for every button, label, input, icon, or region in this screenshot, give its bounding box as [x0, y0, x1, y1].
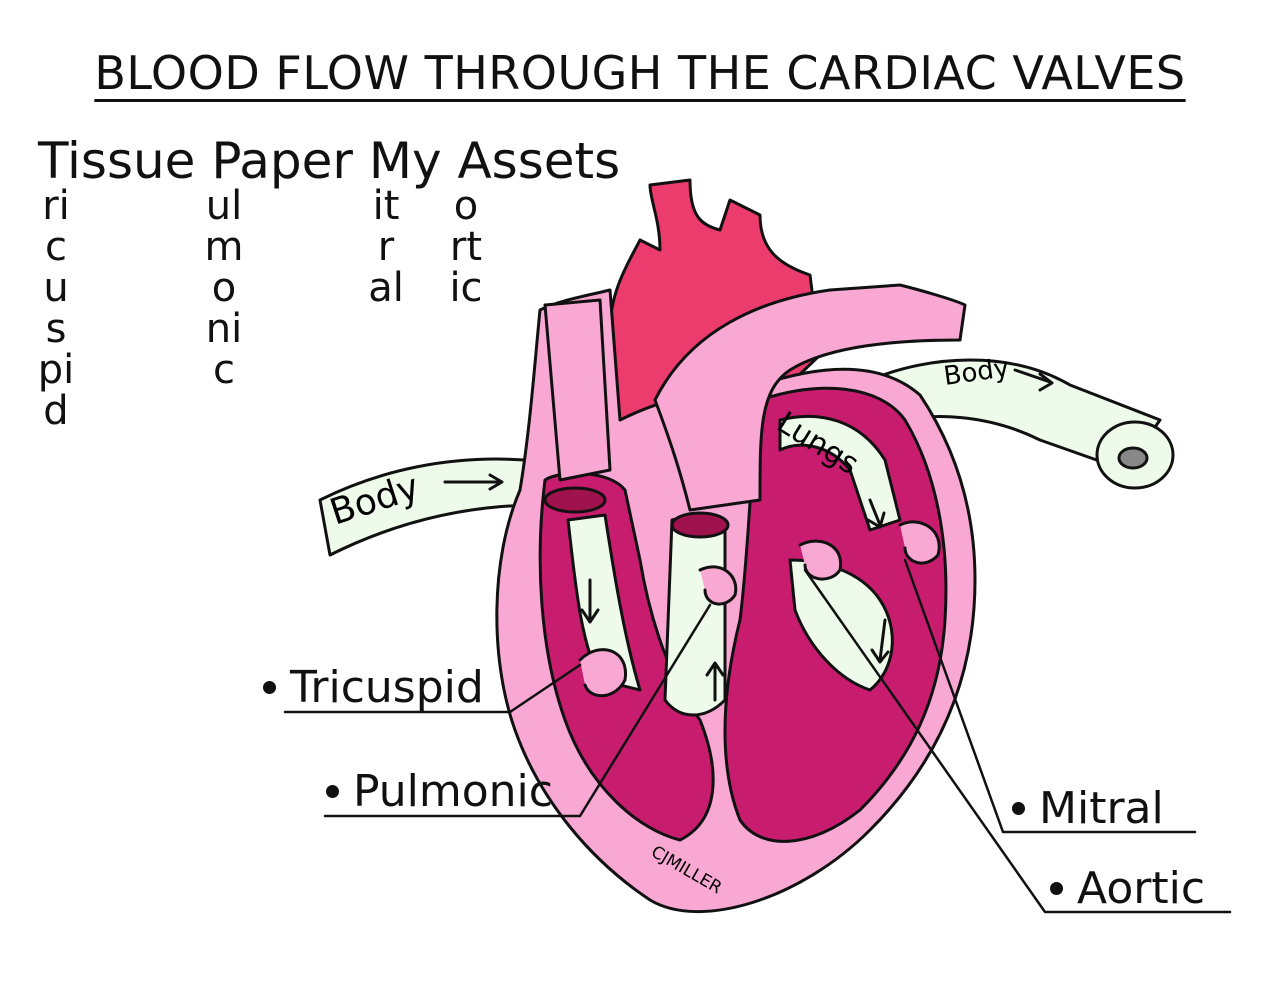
valve-aortic: [898, 520, 941, 565]
valve-tricuspid: [578, 648, 627, 698]
mnemonic-column-pulmonic: ulmonic: [204, 183, 244, 393]
callout-mitral: Mitral: [1012, 783, 1164, 834]
mnemonic-column-mitral: itral: [368, 183, 404, 311]
leader-mitral: [903, 558, 1197, 834]
valve-pulmonic: [698, 565, 738, 606]
callout-pulmonic: Pulmonic: [326, 766, 553, 817]
vena-cava: [543, 298, 612, 482]
diagram-title: BLOOD FLOW THROUGH THE CARDIAC VALVES: [94, 46, 1186, 100]
bullet-icon: [1050, 881, 1063, 895]
leader-tricuspid: [283, 663, 582, 714]
bullet-icon: [263, 680, 276, 694]
valve-mitral: [798, 539, 843, 581]
mnemonic-column-aortic: ortic: [449, 183, 483, 311]
flow-ribbon-right: [566, 513, 642, 692]
leader-pulmonic: [323, 603, 712, 818]
mnemonic-phrase: Tissue Paper My Assets: [38, 132, 621, 190]
leader-aortic: [803, 568, 1232, 914]
bullet-icon: [1012, 801, 1025, 815]
mnemonic-column-tricuspid: ricuspid: [37, 183, 75, 434]
callout-tricuspid: Tricuspid: [263, 662, 484, 713]
bullet-icon: [326, 784, 339, 798]
pulmonary-trunk: [653, 283, 967, 512]
callout-aortic: Aortic: [1050, 863, 1205, 914]
